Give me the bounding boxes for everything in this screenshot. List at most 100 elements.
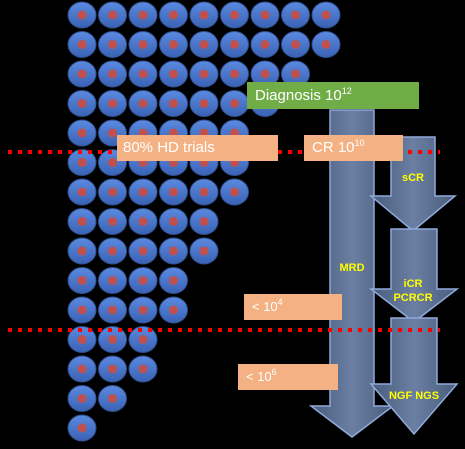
hd-trials-box: 80% HD trials bbox=[117, 135, 278, 161]
tumor-cell bbox=[159, 1, 188, 29]
hd-trials-label: 80% HD trials bbox=[123, 139, 215, 156]
tumor-cell bbox=[189, 60, 219, 88]
tumor-cell bbox=[98, 1, 127, 29]
cell-nucleus bbox=[169, 305, 178, 315]
tumor-cell bbox=[159, 178, 188, 206]
tumor-cell bbox=[159, 90, 188, 117]
tumor-cell bbox=[311, 1, 341, 29]
cell-nucleus bbox=[77, 364, 87, 374]
cell-nucleus bbox=[77, 423, 87, 433]
tumor-cell bbox=[220, 31, 249, 58]
tumor-cell bbox=[98, 60, 127, 88]
tumor-cell bbox=[128, 296, 158, 324]
tumor-cell bbox=[220, 1, 249, 29]
tumor-cell bbox=[128, 60, 158, 88]
cell-nucleus bbox=[77, 40, 87, 49]
tumor-cell bbox=[67, 326, 97, 353]
tumor-cell bbox=[98, 296, 127, 324]
cell-nucleus bbox=[138, 305, 148, 315]
cell-nucleus bbox=[169, 246, 178, 256]
tumor-cell bbox=[98, 208, 127, 235]
tumor-cell bbox=[250, 1, 280, 29]
tumor-cell bbox=[250, 60, 280, 88]
tumor-cell bbox=[98, 237, 127, 265]
tumor-cell bbox=[159, 60, 188, 88]
icr-label: iCR bbox=[403, 278, 423, 290]
tumor-cell bbox=[128, 178, 158, 206]
cell-nucleus bbox=[291, 69, 300, 79]
lt-1e6-box: < 106 bbox=[238, 364, 338, 390]
cell-nucleus bbox=[138, 69, 148, 79]
tumor-cell bbox=[98, 178, 127, 206]
tumor-cell bbox=[189, 90, 219, 117]
icr-arrow bbox=[368, 228, 460, 323]
cell-nucleus bbox=[321, 10, 331, 20]
cell-nucleus bbox=[77, 335, 87, 344]
tumor-cell bbox=[189, 1, 219, 29]
tumor-cell bbox=[67, 267, 97, 294]
tumor-cell bbox=[128, 31, 158, 58]
tumor-cells bbox=[67, 1, 341, 442]
tumor-cell bbox=[128, 267, 158, 294]
cell-nucleus bbox=[138, 364, 148, 374]
tumor-cell bbox=[220, 90, 249, 117]
cell-nucleus bbox=[77, 217, 87, 226]
diagnosis-box: Diagnosis 1012 bbox=[247, 82, 419, 109]
tumor-cell bbox=[159, 31, 188, 58]
tumor-cell bbox=[67, 355, 97, 383]
tumor-cell bbox=[98, 90, 127, 117]
cell-nucleus bbox=[108, 276, 117, 285]
lt-1e6-exponent: 6 bbox=[271, 367, 277, 377]
cell-nucleus bbox=[138, 99, 148, 108]
lt-1e4-box: < 104 bbox=[244, 294, 342, 320]
cell-nucleus bbox=[108, 217, 117, 226]
tumor-cell bbox=[220, 60, 249, 88]
tumor-cell bbox=[98, 355, 127, 383]
cell-nucleus bbox=[108, 335, 117, 344]
cell-nucleus bbox=[138, 187, 148, 197]
lt-1e6-label: < 10 bbox=[246, 369, 272, 384]
tumor-cell bbox=[67, 178, 97, 206]
cell-nucleus bbox=[77, 246, 87, 256]
tumor-cell bbox=[128, 355, 158, 383]
tumor-cell bbox=[159, 237, 188, 265]
tumor-cell bbox=[67, 296, 97, 324]
cell-nucleus bbox=[77, 187, 87, 197]
tumor-cell bbox=[128, 208, 158, 235]
tumor-cell bbox=[98, 326, 127, 353]
tumor-cell bbox=[250, 31, 280, 58]
cell-nucleus bbox=[230, 10, 239, 20]
cell-nucleus bbox=[291, 40, 300, 49]
cell-nucleus bbox=[108, 246, 117, 256]
tumor-cell bbox=[67, 90, 97, 117]
cell-nucleus bbox=[108, 394, 117, 403]
cell-nucleus bbox=[169, 276, 178, 285]
cell-nucleus bbox=[138, 10, 148, 20]
cell-nucleus bbox=[77, 394, 87, 403]
cell-nucleus bbox=[77, 99, 87, 108]
cell-nucleus bbox=[199, 40, 209, 49]
tumor-cell bbox=[159, 208, 188, 235]
tumor-cell bbox=[67, 60, 97, 88]
diagnosis-label: Diagnosis 10 bbox=[255, 87, 342, 104]
cr-box: CR 1010 bbox=[304, 135, 403, 161]
lt-1e4-label: < 10 bbox=[252, 299, 278, 314]
cell-nucleus bbox=[260, 10, 270, 20]
tumor-cell bbox=[67, 119, 97, 147]
cell-nucleus bbox=[169, 99, 178, 108]
lt-1e4-exponent: 4 bbox=[277, 297, 283, 307]
cell-nucleus bbox=[230, 187, 239, 197]
tumor-cell bbox=[128, 326, 158, 353]
cell-nucleus bbox=[77, 128, 87, 138]
cell-nucleus bbox=[199, 69, 209, 79]
cell-nucleus bbox=[138, 246, 148, 256]
tumor-cell bbox=[67, 414, 97, 442]
tumor-cell bbox=[67, 237, 97, 265]
cell-nucleus bbox=[169, 187, 178, 197]
tumor-cell bbox=[281, 31, 310, 58]
tumor-cell bbox=[98, 267, 127, 294]
ngf-ngs-label: NGF NGS bbox=[388, 390, 440, 402]
cr-label: CR 10 bbox=[312, 139, 355, 156]
